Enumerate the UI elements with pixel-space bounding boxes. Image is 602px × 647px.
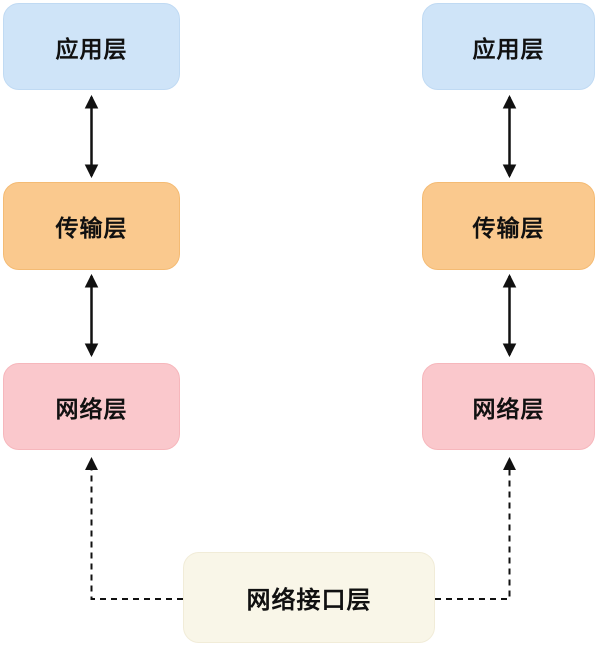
layer-label: 应用层 (472, 35, 545, 62)
layer-box-network-interface: 网络接口层 (183, 552, 435, 643)
layer-label: 网络层 (55, 395, 128, 422)
layer-label: 网络层 (472, 395, 545, 422)
layer-label: 传输层 (55, 215, 128, 241)
dashed-arrow-interface-to-left-network (85, 457, 183, 600)
layer-box-network-right: 网络层 (422, 363, 595, 450)
layer-box-transport-right: 传输层 (422, 182, 595, 270)
layer-label: 传输层 (472, 215, 545, 241)
layer-label: 网络接口层 (246, 587, 372, 614)
layer-box-application-left: 应用层 (3, 3, 180, 90)
layer-box-transport-left: 传输层 (3, 182, 180, 270)
layer-box-network-left: 网络层 (3, 363, 180, 450)
layer-box-application-right: 应用层 (422, 3, 595, 90)
layer-label: 应用层 (55, 35, 128, 62)
dashed-arrow-interface-to-right-network (435, 457, 516, 600)
